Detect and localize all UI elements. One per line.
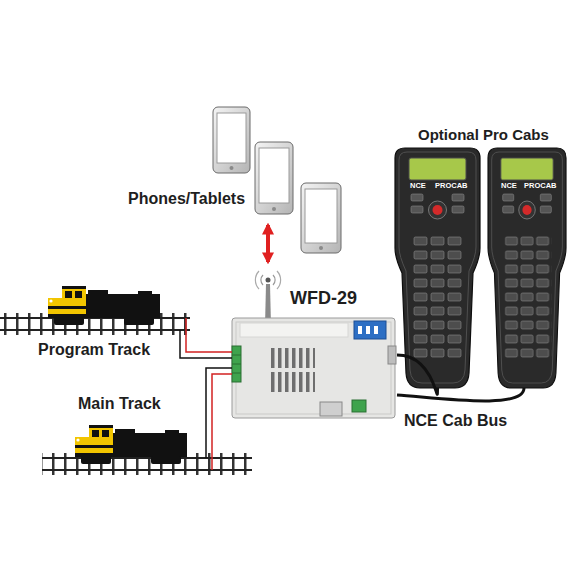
cab-bus-cable	[397, 355, 438, 394]
node-label: Phones/Tablets	[128, 190, 245, 208]
main-track-rails	[42, 425, 252, 475]
wire	[266, 225, 270, 262]
program-track-rails	[0, 286, 190, 335]
edge-label: NCE Cab Bus	[402, 412, 509, 430]
pro-cab-handsets	[395, 148, 566, 388]
group-label: Optional Pro Cabs	[418, 127, 549, 144]
wfd-29-device: WFD-29	[232, 262, 397, 420]
wfd-29-device	[232, 318, 396, 418]
tablet-icons	[213, 107, 341, 253]
node-label: NCE	[501, 182, 517, 190]
node-label: Main Track	[78, 395, 161, 413]
node-label: NCE	[410, 182, 426, 190]
main-track: Main Track	[40, 425, 255, 475]
wire	[206, 368, 232, 425]
track-feeder-wires	[180, 334, 232, 358]
node-label: PROCAB	[435, 182, 468, 190]
wire	[180, 334, 232, 358]
wire	[186, 334, 232, 352]
wire	[212, 374, 232, 425]
wire	[397, 355, 438, 394]
pro-cab: NCE PROCAB	[395, 148, 480, 388]
pro-cab: NCE PROCAB	[488, 148, 566, 388]
tablet-group: Phones/Tablets	[125, 105, 350, 225]
node-label: PROCAB	[524, 182, 557, 190]
node-label: Program Track	[38, 341, 150, 359]
track-feeder-wires	[206, 368, 232, 425]
node-label: WFD-29	[290, 289, 357, 309]
program-track: Program Track	[0, 282, 190, 334]
cab-bus-cable	[397, 388, 524, 401]
wireless-arrow	[268, 225, 269, 262]
wire	[397, 388, 524, 401]
